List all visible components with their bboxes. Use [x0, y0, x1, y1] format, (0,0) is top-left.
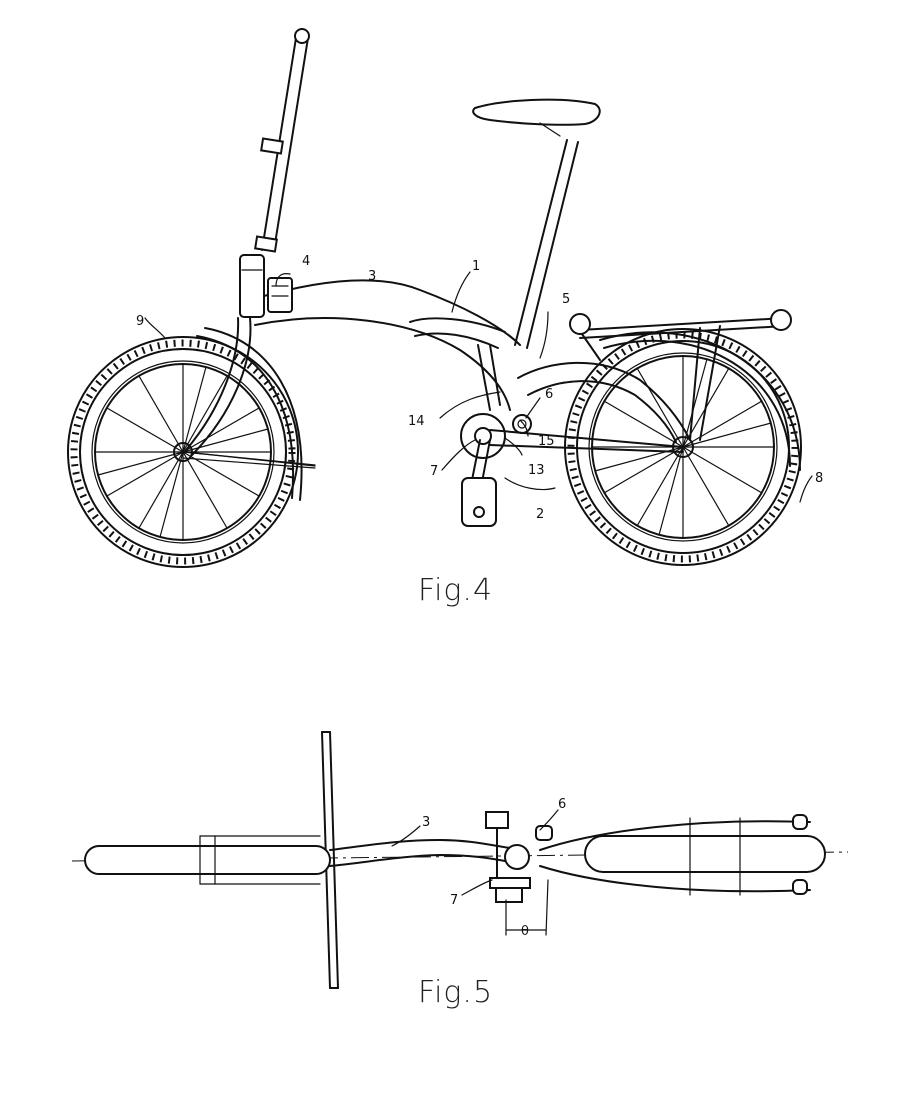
angle-dimension [505, 879, 549, 936]
rear-wheel [564, 328, 802, 566]
ref-label-4: 4 [302, 254, 310, 269]
head-tube-and-fork [185, 254, 316, 467]
front-wheel [67, 327, 303, 568]
figure-4: 1 2 3 4 5 6 7 8 9 13 14 15 Fig.4 [67, 28, 823, 608]
ref-label-15: 15 [538, 434, 555, 449]
ref-label-6-top: 6 [558, 797, 566, 812]
ref-label-14: 14 [408, 414, 425, 429]
rear-wheel-top [539, 814, 826, 896]
ref-label-9: 9 [136, 314, 144, 329]
main-frame-top [329, 839, 511, 867]
ref-label-8: 8 [815, 471, 823, 486]
ref-label-3-top: 3 [422, 815, 430, 830]
seat-post-and-saddle [472, 98, 601, 349]
ref-label-1: 1 [472, 259, 480, 274]
crankset [460, 413, 506, 527]
ref-label-7-top: 7 [450, 893, 458, 908]
ref-label-6: 6 [545, 387, 553, 402]
ref-label-13: 13 [528, 463, 545, 478]
figure-4-caption: Fig.4 [418, 573, 493, 608]
front-wheel-top [84, 835, 331, 885]
figure-5-caption: Fig.5 [418, 975, 493, 1010]
ref-label-7: 7 [430, 464, 438, 479]
leader-lines-top [391, 809, 559, 896]
ref-label-2: 2 [536, 507, 544, 522]
rear-swing-arm [512, 361, 691, 443]
angle-theta-label: θ [521, 924, 529, 939]
bottom-bracket-top [485, 811, 553, 903]
ref-label-3: 3 [368, 269, 376, 284]
main-frame [249, 277, 521, 411]
handlebar-stem [254, 28, 310, 253]
rear-rack [569, 309, 792, 441]
leader-lines [144, 271, 813, 503]
figure-5: 3 6 7 θ Fig.5 [71, 731, 849, 1010]
ref-label-5: 5 [562, 292, 570, 307]
chain-line [182, 429, 684, 469]
